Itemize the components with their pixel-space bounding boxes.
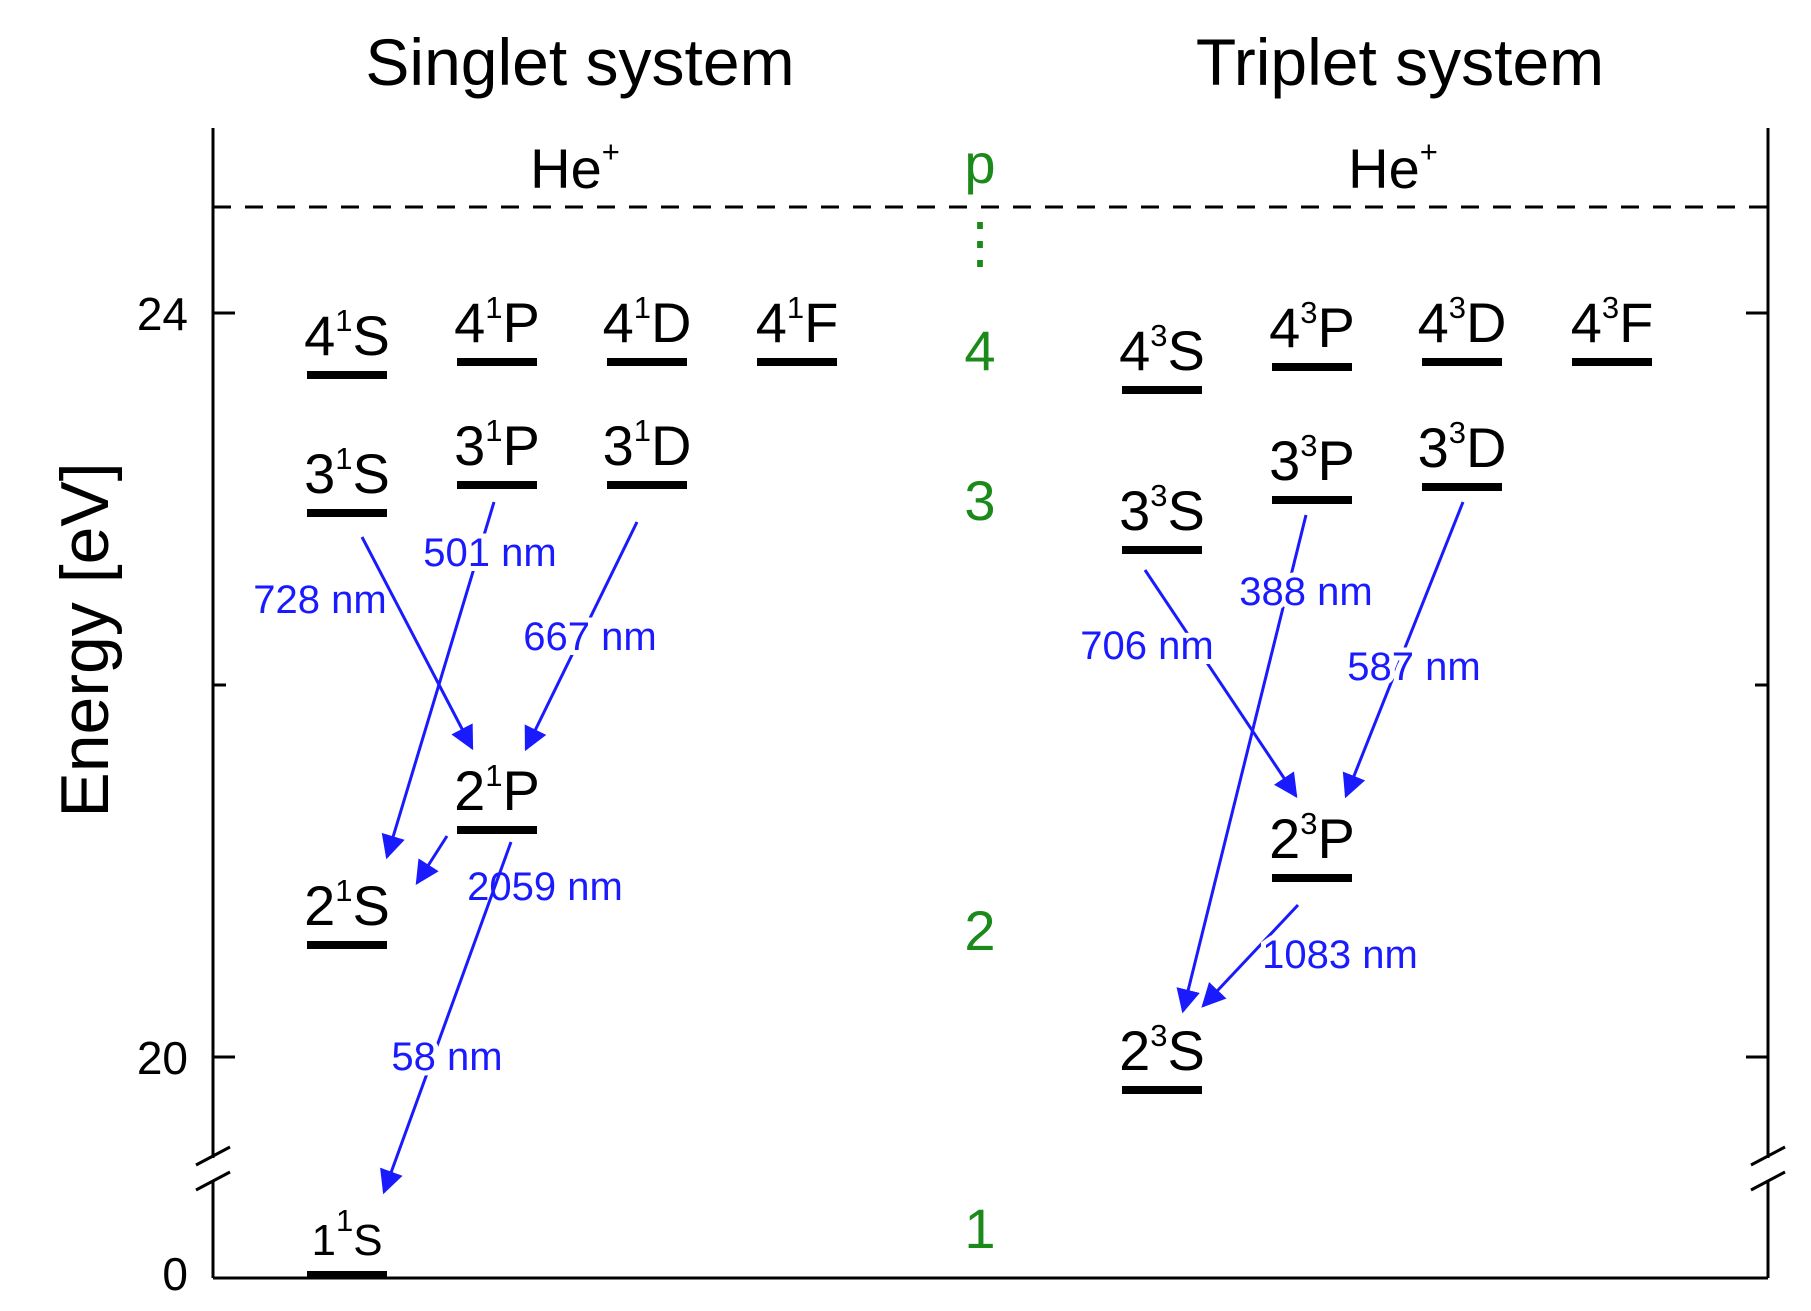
axis-break-left [195,1145,231,1167]
transition-label-triplet-3p-2s: 388 nm [1239,570,1372,614]
level-label-triplet-4p: 43P [1269,295,1355,359]
ion-label-singlet: He+ [530,134,620,200]
level-label-singlet-4f: 41F [756,290,839,354]
transition-arrow-singlet-2p-1s [380,841,513,1195]
transition-label-triplet-3s-2p: 706 nm [1080,624,1213,668]
transition-label-singlet-3p-2s: 501 nm [423,531,556,575]
principal-number-p: p [964,132,995,195]
level-triplet-4s: 43S [1119,318,1205,394]
principal-number-2: 2 [964,899,995,962]
energy-levels: 41S 41P 41D 41F 31S 31P 31D 21P 21S 11S 43S 43P 43D 4… [304,290,1654,1279]
level-singlet-1s: 11S [307,1203,387,1279]
level-triplet-4d: 43D [1418,290,1507,366]
transition-label-singlet-2p-1s: 58 nm [391,1035,502,1079]
principal-number-4: 4 [964,319,995,382]
level-singlet-2p: 21P [454,758,540,834]
transition-label-halo-triplet-2p-2s: 1083 nm [1262,933,1418,977]
level-label-triplet-3p: 33P [1269,428,1355,492]
level-triplet-4f: 43F [1571,290,1654,366]
transition-arrow-singlet-3s-2p [360,536,474,751]
singlet-title: Singlet system [365,25,794,99]
transition-arrow-triplet-3p-2s [1176,514,1308,1014]
transition-arrow-triplet-2p-2s [1201,903,1300,1008]
level-triplet-2s: 23S [1119,1018,1205,1094]
principal-number-1: 1 [964,1197,995,1260]
level-label-singlet-2p: 21P [454,758,540,822]
transition-arrow-triplet-3s-2p [1143,569,1298,798]
level-singlet-3d: 31D [603,413,692,489]
transition-label-halo-triplet-3d-2p: 587 nm [1347,645,1480,689]
tick-label-0: 0 [162,1248,188,1300]
transition-arrow-triplet-3d-2p [1342,501,1465,799]
level-triplet-3p: 33P [1269,428,1355,504]
transition-label-halo-triplet-3p-2s: 388 nm [1239,570,1372,614]
level-label-singlet-4d: 41D [603,290,692,354]
level-label-singlet-1s: 11S [311,1203,382,1265]
transition-label-halo-singlet-3d-2p: 667 nm [523,615,656,659]
level-triplet-3d: 33D [1418,415,1507,491]
transition-label-halo-singlet-2p-1s: 58 nm [391,1035,502,1079]
level-singlet-4p: 41P [454,290,540,366]
transition-arrow-singlet-2p-2s [415,835,449,886]
level-singlet-3p: 31P [454,413,540,489]
level-label-triplet-4f: 43F [1571,290,1654,354]
level-label-singlet-4s: 41S [304,303,390,367]
principal-number-3: 3 [964,469,995,532]
transition-label-halo-singlet-3p-2s: 501 nm [423,531,556,575]
transition-label-triplet-3d-2p: 587 nm [1347,645,1480,689]
y-axis-title: Energy [eV] [47,462,123,817]
level-triplet-4p: 43P [1269,295,1355,371]
level-singlet-4s: 41S [304,303,390,379]
series-continuation-dots: ⋮ [952,211,1008,274]
ion-label-triplet: He+ [1348,134,1438,200]
transition-label-halo-singlet-2p-2s: 2059 nm [467,865,623,909]
transition-label-singlet-3d-2p: 667 nm [523,615,656,659]
level-label-singlet-3p: 31P [454,413,540,477]
transition-arrow-singlet-3p-2s [381,501,496,860]
level-triplet-3s: 33S [1119,478,1205,554]
level-label-triplet-3s: 33S [1119,478,1205,542]
level-singlet-4d: 41D [603,290,692,366]
axis-break-right [1750,1145,1786,1167]
level-label-triplet-2p: 23P [1269,806,1355,870]
level-label-singlet-4p: 41P [454,290,540,354]
tick-label-20: 20 [137,1032,188,1084]
transition-label-halo-singlet-3s-2p: 728 nm [253,578,386,622]
level-label-triplet-4d: 43D [1418,290,1507,354]
transition-label-singlet-3s-2p: 728 nm [253,578,386,622]
level-label-triplet-4s: 43S [1119,318,1205,382]
level-triplet-2p: 23P [1269,806,1355,882]
level-label-singlet-2s: 21S [304,873,390,937]
level-label-triplet-2s: 23S [1119,1018,1205,1082]
level-label-triplet-3d: 33D [1418,415,1507,479]
level-singlet-2s: 21S [304,873,390,949]
transition-label-triplet-2p-2s: 1083 nm [1262,933,1418,977]
level-label-singlet-3s: 31S [304,441,390,505]
transition-arrow-singlet-3d-2p [524,521,639,752]
level-singlet-4f: 41F [756,290,839,366]
tick-label-24: 24 [137,288,188,340]
level-singlet-3s: 31S [304,441,390,517]
plot-frame [195,128,1786,1280]
triplet-title: Triplet system [1196,25,1604,99]
transition-label-halo-triplet-3s-2p: 706 nm [1080,624,1213,668]
level-label-singlet-3d: 31D [603,413,692,477]
